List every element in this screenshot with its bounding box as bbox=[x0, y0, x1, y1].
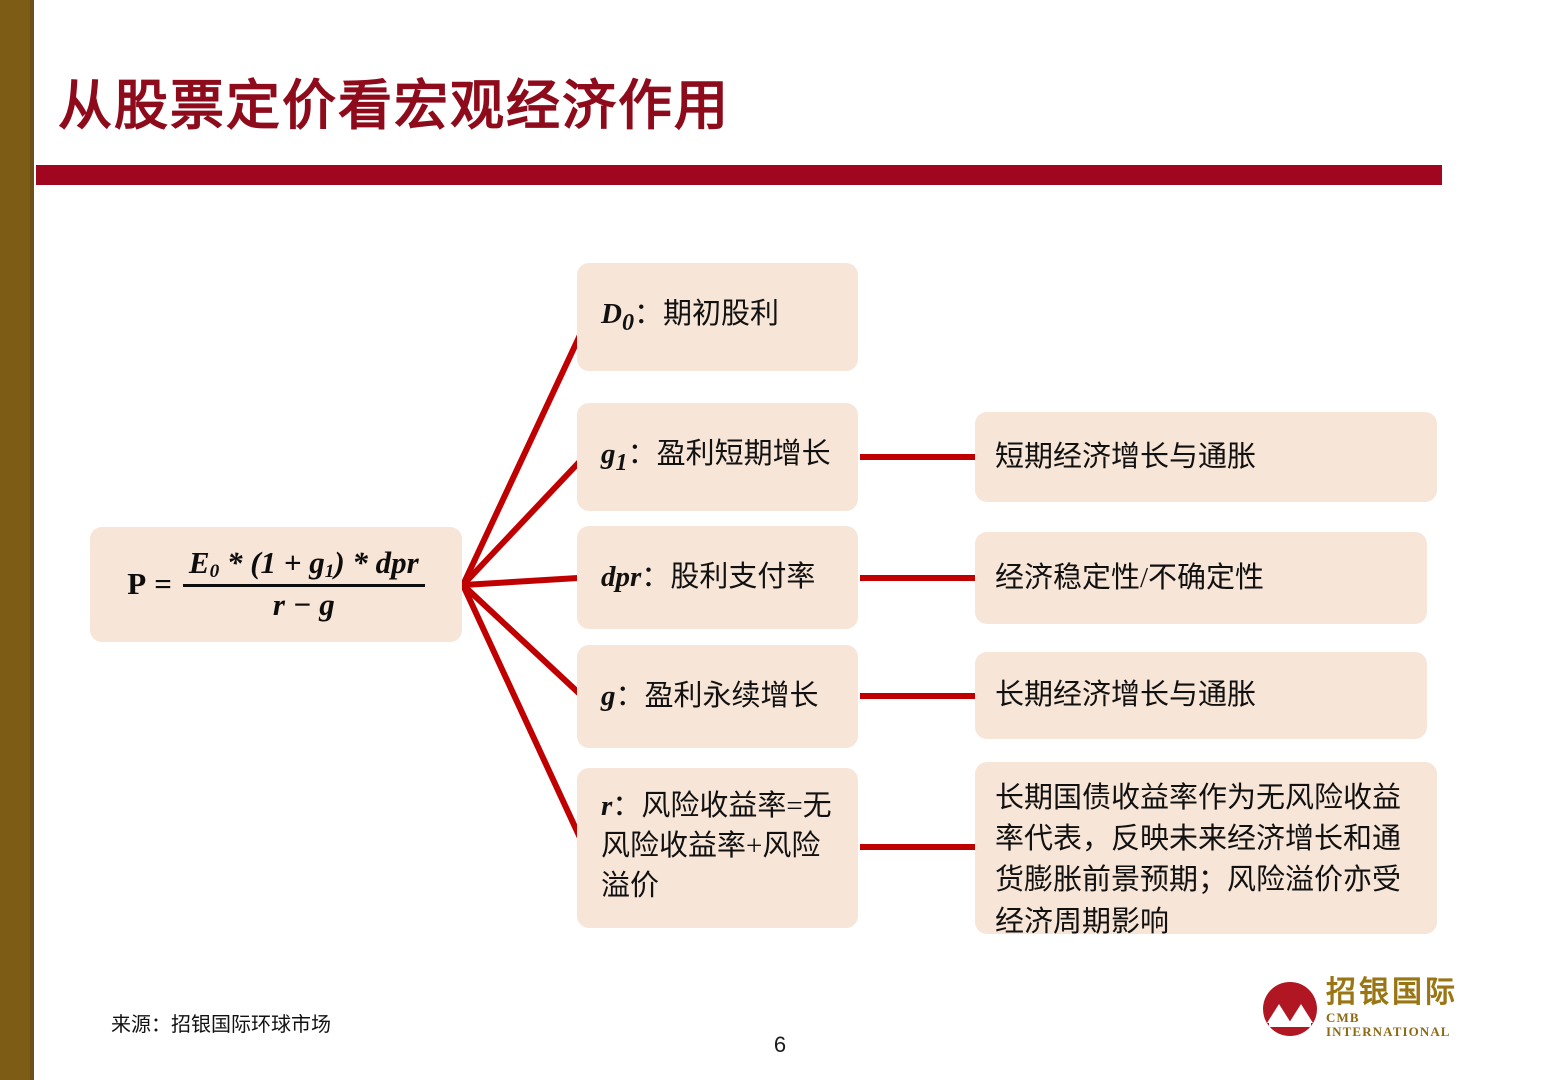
node-d0-text: D0：期初股利 bbox=[597, 294, 779, 339]
left-accent-bar bbox=[0, 0, 30, 1080]
formula-numerator-tail: ) * dpr bbox=[334, 545, 419, 581]
connector-formula-to-g bbox=[460, 582, 586, 700]
formula-denominator: r − g bbox=[272, 587, 335, 622]
page-title: 从股票定价看宏观经济作用 bbox=[58, 76, 730, 136]
left-accent-bar-edge bbox=[30, 0, 34, 1080]
title-underline-rule bbox=[36, 165, 1442, 185]
node-long-term-growth-inflation-text: 长期经济增长与通胀 bbox=[995, 679, 1257, 712]
node-bond-yield-explanation-text: 长期国债收益率作为无风险收益率代表，反映未来经济增长和通货膨胀前景预期；风险溢价… bbox=[995, 782, 1402, 938]
node-g1-separator: ： bbox=[627, 438, 657, 471]
logo-peak-right-icon bbox=[1289, 1004, 1313, 1023]
node-g1-symbol: g bbox=[601, 438, 616, 471]
source-note: 来源：招银国际环球市场 bbox=[111, 1014, 331, 1036]
node-g-separator: ： bbox=[615, 680, 645, 713]
node-g1-symbol-sub: 1 bbox=[615, 449, 628, 477]
logo-wordmark: 招银国际 CMB INTERNATIONAL bbox=[1326, 978, 1463, 1039]
formula-numerator-g-sub: 1 bbox=[324, 561, 335, 583]
node-g1: g1：盈利短期增长 bbox=[577, 403, 858, 511]
node-g1-text: g1：盈利短期增长 bbox=[597, 434, 831, 479]
node-short-term-growth-inflation-text: 短期经济增长与通胀 bbox=[995, 440, 1257, 473]
node-dpr-text: dpr：股利支付率 bbox=[597, 557, 815, 597]
formula-numerator: E0 * (1 + g1) * dpr bbox=[183, 545, 425, 584]
logo-base-bar-icon bbox=[1269, 1022, 1311, 1027]
node-r-separator: ： bbox=[612, 790, 642, 822]
node-d0-symbol: D bbox=[601, 298, 622, 331]
node-long-term-growth-inflation: 长期经济增长与通胀 bbox=[975, 652, 1427, 739]
node-bond-yield-explanation: 长期国债收益率作为无风险收益率代表，反映未来经济增长和通货膨胀前景预期；风险溢价… bbox=[975, 762, 1437, 938]
node-g-label: 盈利永续增长 bbox=[644, 680, 819, 713]
logo-peak-left-icon bbox=[1267, 1004, 1291, 1023]
logo-chinese-name: 招银国际 bbox=[1326, 976, 1458, 1010]
node-dpr-symbol: dpr bbox=[601, 561, 642, 594]
cmb-international-logo: 招银国际 CMB INTERNATIONAL bbox=[1263, 978, 1463, 1040]
node-short-term-growth-inflation: 短期经济增长与通胀 bbox=[975, 412, 1437, 502]
connector-formula-to-g1 bbox=[460, 455, 586, 588]
node-d0-separator: ： bbox=[634, 298, 664, 331]
node-g: g：盈利永续增长 bbox=[577, 645, 858, 748]
node-g1-label: 盈利短期增长 bbox=[656, 438, 831, 471]
node-r-text: r：风险收益率=无风险收益率+风险溢价 bbox=[597, 786, 838, 906]
node-g-text: g：盈利永续增长 bbox=[597, 676, 819, 716]
formula-numerator-e-sub: 0 bbox=[209, 561, 220, 583]
node-d0: D0：期初股利 bbox=[577, 263, 858, 371]
connector-formula-to-r bbox=[460, 582, 591, 858]
formula-fraction: E0 * (1 + g1) * dpr r − g bbox=[182, 545, 425, 623]
node-g-symbol: g bbox=[601, 680, 616, 713]
cmb-logo-mark-icon bbox=[1263, 982, 1317, 1036]
formula-numerator-mid: * (1 + bbox=[219, 545, 310, 581]
node-d0-symbol-sub: 0 bbox=[621, 309, 635, 337]
node-economic-stability-text: 经济稳定性/不确定性 bbox=[995, 561, 1265, 594]
connector-formula-to-dpr bbox=[460, 575, 581, 588]
formula-box: P = E0 * (1 + g1) * dpr r − g bbox=[90, 527, 462, 642]
node-d0-label: 期初股利 bbox=[663, 298, 780, 331]
node-dpr: dpr：股利支付率 bbox=[577, 526, 858, 629]
formula-numerator-g: g bbox=[309, 545, 325, 581]
formula-fraction-bar bbox=[182, 584, 425, 587]
node-r-label: 风险收益率=无风险收益率+风险溢价 bbox=[601, 790, 832, 903]
node-economic-stability: 经济稳定性/不确定性 bbox=[975, 532, 1427, 624]
node-dpr-separator: ： bbox=[641, 561, 671, 594]
formula-lhs: P = bbox=[127, 566, 173, 602]
formula-numerator-e: E bbox=[188, 545, 210, 581]
connector-formula-to-d0 bbox=[460, 315, 591, 588]
node-r: r：风险收益率=无风险收益率+风险溢价 bbox=[577, 768, 858, 928]
pricing-formula: P = E0 * (1 + g1) * dpr r − g bbox=[127, 545, 425, 623]
node-r-symbol: r bbox=[601, 790, 613, 822]
node-dpr-label: 股利支付率 bbox=[670, 561, 816, 594]
page-number: 6 bbox=[773, 1032, 787, 1057]
logo-english-name: CMB INTERNATIONAL bbox=[1326, 1010, 1451, 1040]
